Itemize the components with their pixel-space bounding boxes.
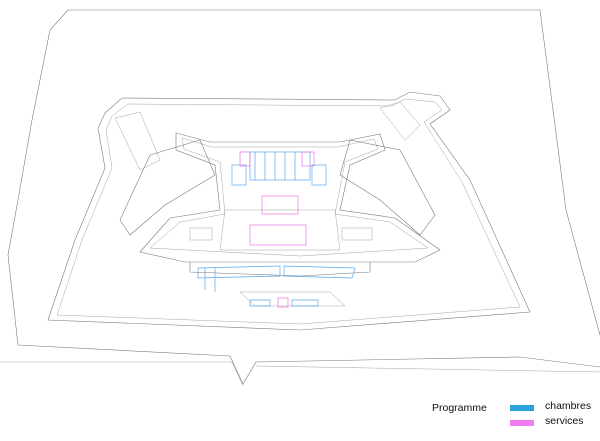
services-zones <box>239 151 315 308</box>
legend-label-services: services <box>545 415 584 427</box>
inner-enceinte <box>139 132 441 263</box>
fortress-outer-wall <box>47 91 531 331</box>
east-annex <box>341 227 373 241</box>
chambres-swatch <box>510 405 534 411</box>
legend-title: Programme <box>432 402 487 414</box>
south-ravelin <box>189 262 371 277</box>
north-east-bastion <box>379 101 421 141</box>
east-wing <box>339 139 436 236</box>
west-wing <box>119 139 216 236</box>
legend: Programme chambres services <box>430 398 600 438</box>
south-outwork <box>239 291 346 307</box>
services-swatch <box>510 420 534 426</box>
west-annex <box>189 227 213 241</box>
fortress-inner-wall <box>56 98 521 325</box>
north-west-bastion <box>114 111 161 171</box>
chambres-zones <box>197 151 356 307</box>
site-boundary <box>7 9 600 385</box>
legend-label-chambres: chambres <box>545 400 592 412</box>
central-court <box>219 209 341 251</box>
lower-road <box>0 361 600 387</box>
inner-enceinte-offset <box>149 137 429 257</box>
